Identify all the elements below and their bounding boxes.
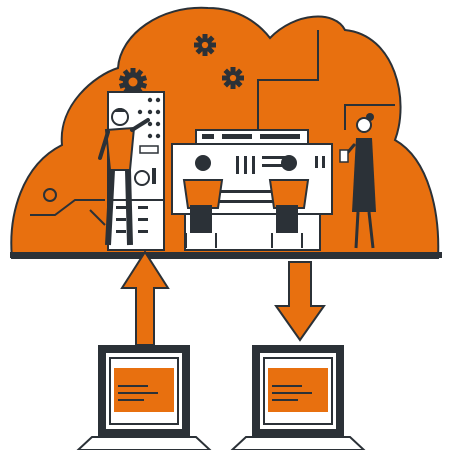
analyst-figure [339,113,376,249]
download-arrow-icon [274,261,326,342]
circuit-line [344,104,395,130]
circuit-line [257,30,319,130]
operator-figure [268,155,310,248]
gear-icon [194,34,216,56]
laptop-icon [76,345,212,450]
operator-figure [182,155,224,248]
platform-line [10,252,442,258]
circuit-line [30,199,105,216]
circuit-node [43,188,57,202]
circuit-line [89,209,106,226]
upload-arrow-icon [120,250,170,346]
gear-icon [222,67,244,89]
laptop-icon [230,345,366,450]
engineer-figure [98,108,150,246]
gear-icon [118,68,148,96]
